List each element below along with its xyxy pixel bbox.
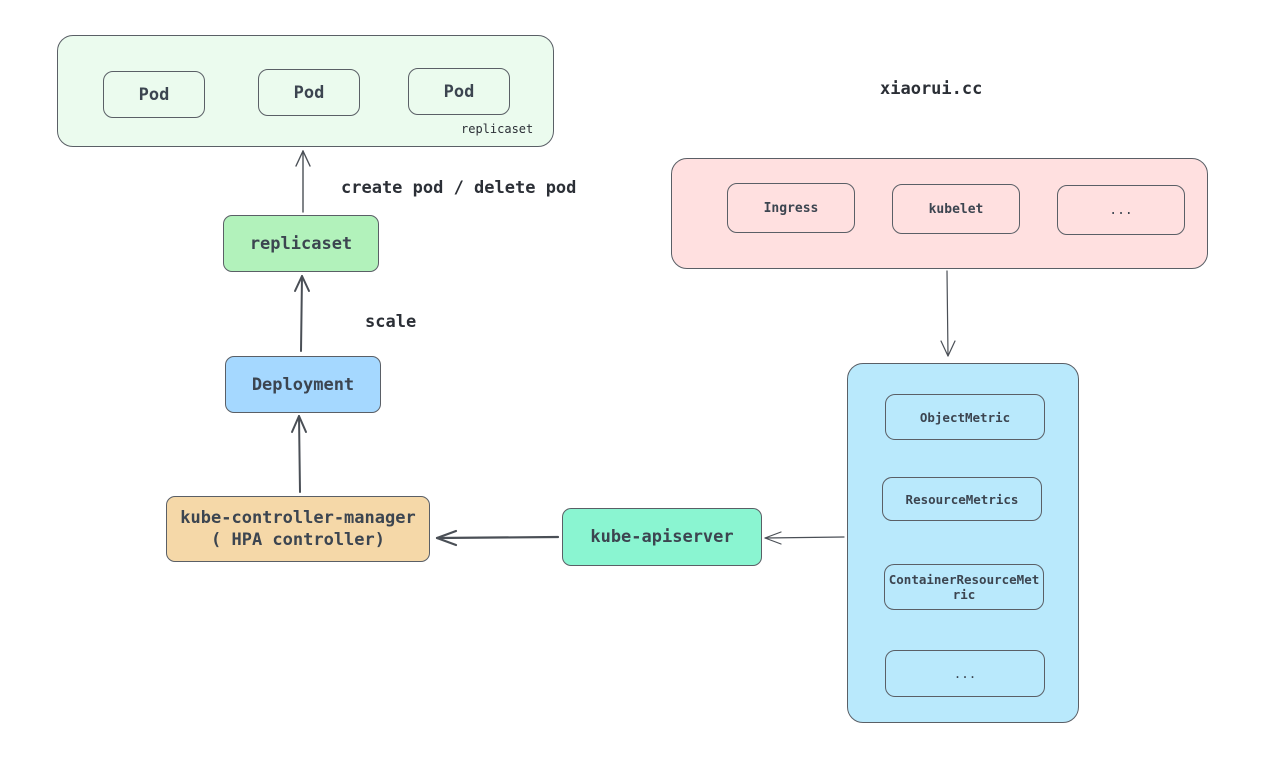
edge-label-create-delete: create pod / delete pod [341,178,577,198]
metric-node-container-resource: ContainerResourceMet ric [884,564,1044,610]
site-label: xiaorui.cc [880,79,983,99]
arrow-metrics-to-apiserver [764,536,845,539]
arrow-kcm-to-deployment [298,415,301,493]
arrowhead-replicaset-to-pods [295,150,311,167]
pod-node: Pod [103,71,205,118]
arrowhead-apiserver-to-kcm [435,529,458,547]
arrowhead-deployment-to-replicaset [294,275,310,292]
source-node-more: ... [1057,185,1185,235]
replicaset-node: replicaset [223,215,379,272]
kube-apiserver-node: kube-apiserver [562,508,762,566]
kcm-line-2: ( HPA controller) [211,530,385,550]
source-node-kubelet: kubelet [892,184,1020,234]
metric-node-more: ... [885,650,1045,697]
arrow-sources-to-metrics [946,270,949,357]
metric-node-resource: ResourceMetrics [882,477,1042,521]
kube-controller-manager-node: kube-controller-manager ( HPA controller… [166,496,430,562]
replicaset-group-label: replicaset [461,122,534,136]
edge-label-scale: scale [365,312,417,332]
arrowhead-metrics-to-apiserver [764,531,782,545]
kcm-line-1: kube-controller-manager [180,508,416,528]
arrowhead-sources-to-metrics [940,340,956,357]
arrowhead-kcm-to-deployment [291,415,307,433]
metric-container-line-2: ric [952,587,976,602]
pod-node: Pod [408,68,510,115]
deployment-node: Deployment [225,356,381,413]
metric-container-line-1: ContainerResourceMet [888,572,1040,587]
arrow-deployment-to-replicaset [300,275,303,352]
arrow-apiserver-to-kcm [435,535,560,540]
metric-node-object: ObjectMetric [885,394,1045,440]
pod-node: Pod [258,69,360,116]
source-node-ingress: Ingress [727,183,855,233]
